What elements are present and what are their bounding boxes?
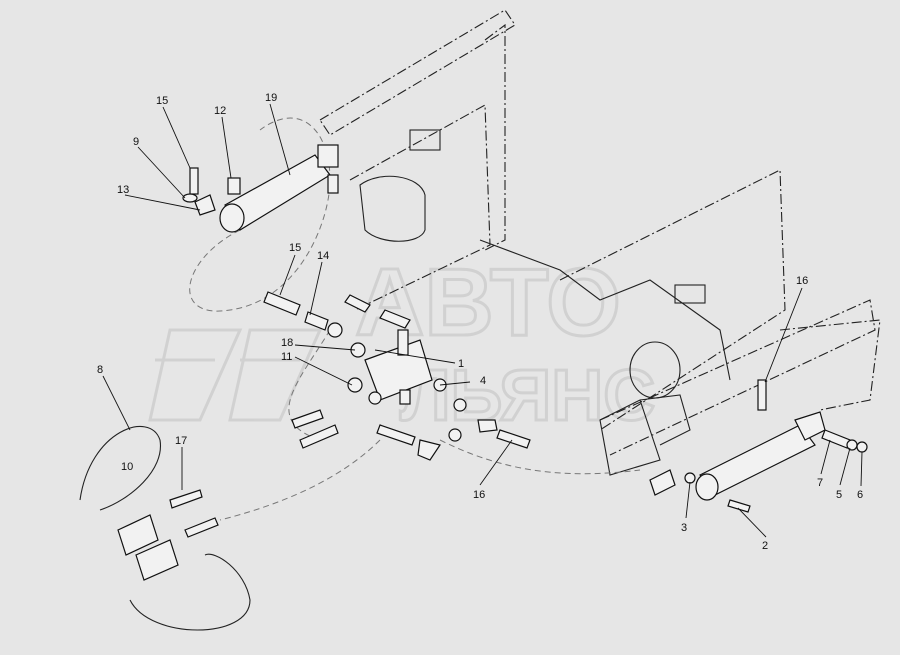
callout-19: 19 — [265, 92, 277, 104]
lower-hydraulic-cylinder — [649, 379, 868, 513]
callout-1: 1 — [458, 358, 464, 370]
callout-13: 13 — [117, 184, 129, 196]
callout-10: 10 — [121, 461, 133, 473]
callout-6: 6 — [857, 489, 863, 501]
callout-8: 8 — [97, 364, 103, 376]
watermark-line-1: АВТО — [355, 249, 621, 356]
callout-14: 14 — [317, 250, 329, 262]
callout-4: 4 — [480, 375, 486, 387]
callout-9: 9 — [133, 136, 139, 148]
leader-lines — [102, 103, 863, 538]
callout-18: 18 — [281, 337, 293, 349]
middle-fittings — [263, 291, 531, 461]
callout-15-b: 15 — [289, 242, 301, 254]
callout-17: 17 — [175, 435, 187, 447]
callout-16: 16 — [796, 275, 808, 287]
watermark-stripes — [148, 328, 323, 422]
upper-hydraulic-cylinder — [219, 144, 339, 233]
callout-3: 3 — [681, 522, 687, 534]
callout-7: 7 — [817, 477, 823, 489]
callout-5: 5 — [836, 489, 842, 501]
callout-11: 11 — [281, 351, 292, 363]
callout-15: 15 — [156, 95, 168, 107]
callout-2: 2 — [762, 540, 768, 552]
machine-frame — [319, 9, 881, 476]
callout-labels: 15 12 19 9 13 15 14 18 11 1 4 8 17 10 16… — [97, 92, 863, 552]
callout-12: 12 — [214, 105, 226, 117]
watermark-line-2: ЛЬЯНС — [400, 356, 655, 436]
valve-block — [364, 329, 433, 405]
quick-couplings — [79, 425, 251, 631]
watermark-logo: АВТО ЛЬЯНС — [148, 248, 657, 438]
callout-16-b: 16 — [473, 489, 485, 501]
